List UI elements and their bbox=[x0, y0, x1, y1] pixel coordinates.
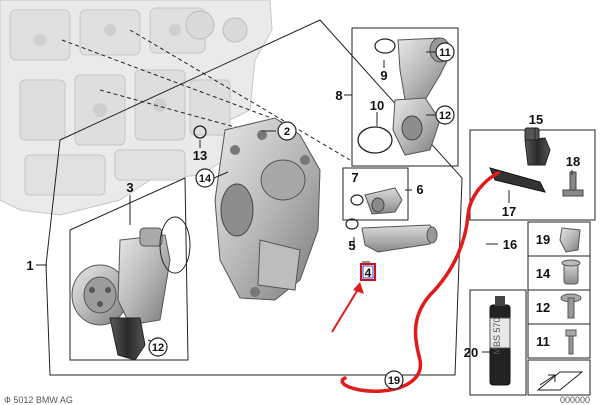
callout-10[interactable]: 10 bbox=[370, 98, 384, 113]
footer-code: 000000 bbox=[560, 395, 590, 405]
legend-item-11[interactable]: 11 bbox=[536, 334, 550, 349]
callout-12-top[interactable]: 12 bbox=[435, 105, 455, 125]
callout-1[interactable]: 1 bbox=[26, 258, 33, 273]
callout-2[interactable]: 2 bbox=[277, 121, 297, 141]
callout-19-hose[interactable]: 19 bbox=[384, 370, 404, 390]
callout-18[interactable]: 18 bbox=[566, 154, 580, 169]
callout-6[interactable]: 6 bbox=[416, 182, 423, 197]
legend-icons: MBS 570 bbox=[489, 227, 584, 391]
sealant-tube-label: MBS 570 bbox=[492, 317, 502, 354]
coolant-hose-highlight bbox=[340, 171, 500, 393]
callout-11[interactable]: 11 bbox=[435, 42, 455, 62]
highlight-arrow bbox=[331, 282, 364, 333]
callout-3[interactable]: 3 bbox=[126, 180, 133, 195]
legend-item-14[interactable]: 14 bbox=[536, 266, 551, 281]
callout-8[interactable]: 8 bbox=[335, 88, 342, 103]
callout-15[interactable]: 15 bbox=[529, 112, 543, 127]
legend-panel bbox=[469, 221, 591, 396]
coolant-housing-part bbox=[214, 117, 321, 301]
footer-copyright: Ф 5012 BMW AG bbox=[4, 395, 73, 405]
callout-17[interactable]: 17 bbox=[502, 204, 516, 219]
assembly-frame bbox=[45, 19, 596, 376]
coolant-pipe-part bbox=[345, 218, 438, 253]
callout-4-text: 4 bbox=[365, 266, 372, 280]
callout-9[interactable]: 9 bbox=[380, 68, 387, 83]
callout-11-text: 11 bbox=[439, 47, 451, 59]
callout-7[interactable]: 7 bbox=[351, 170, 358, 185]
circled-callouts: 2 11 12 14 12 19 bbox=[148, 42, 455, 390]
legend-numbers: 19 14 12 11 bbox=[536, 232, 551, 349]
legend-item-19[interactable]: 19 bbox=[536, 232, 550, 247]
callout-20[interactable]: 20 bbox=[464, 345, 478, 360]
callout-14-text: 14 bbox=[199, 173, 212, 185]
water-pump-part bbox=[71, 216, 191, 361]
callout-14[interactable]: 14 bbox=[195, 168, 215, 188]
callout-19-text: 19 bbox=[388, 375, 400, 387]
callout-4-highlighted[interactable]: 4 bbox=[360, 263, 376, 281]
callout-12-bottom-text: 12 bbox=[152, 342, 164, 354]
callout-13[interactable]: 13 bbox=[193, 148, 207, 163]
callout-12-bottom[interactable]: 12 bbox=[148, 337, 168, 357]
callout-5[interactable]: 5 bbox=[348, 238, 355, 253]
callout-12-top-text: 12 bbox=[439, 110, 451, 122]
seal-and-connector-part bbox=[350, 187, 403, 215]
callout-16[interactable]: 16 bbox=[503, 237, 517, 252]
legend-item-12[interactable]: 12 bbox=[536, 300, 550, 315]
callout-2-text: 2 bbox=[284, 126, 290, 138]
sensor-part bbox=[489, 127, 584, 197]
o-ring-part bbox=[193, 125, 207, 139]
leader-lines bbox=[36, 51, 573, 353]
plain-callouts: 1 3 5 6 7 8 9 10 13 15 16 17 18 20 bbox=[26, 68, 580, 360]
